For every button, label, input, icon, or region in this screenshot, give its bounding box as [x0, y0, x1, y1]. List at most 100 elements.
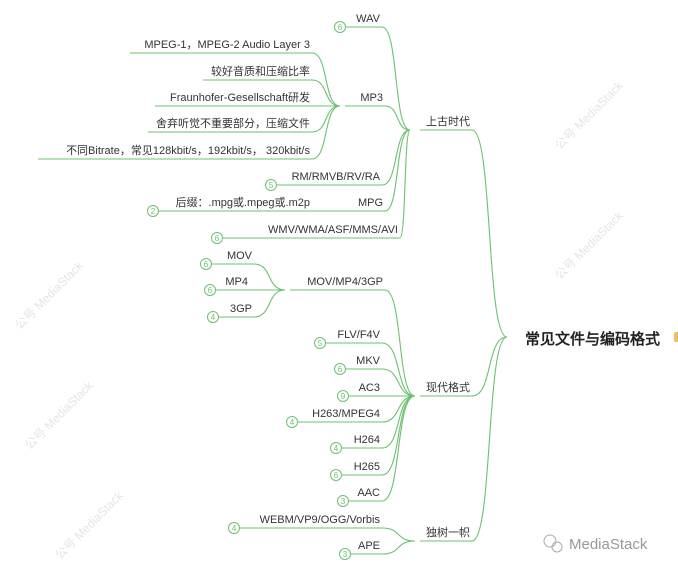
count-badge[interactable]: 4	[207, 311, 219, 323]
wechat-icon	[543, 534, 557, 548]
svg-text:4: 4	[290, 418, 295, 427]
brand-name: MediaStack	[569, 536, 648, 553]
connector-line	[420, 336, 508, 542]
topic-label: MKV	[356, 355, 381, 367]
count-badge[interactable]: 2	[147, 205, 159, 217]
branch-unique[interactable]: 独树一帜	[420, 336, 508, 542]
topic-label: MOV	[227, 250, 253, 262]
root-marker-icon	[674, 332, 678, 342]
mp3-detail[interactable]: 较好音质和压缩比率	[203, 64, 341, 107]
count-badge[interactable]: 3	[337, 495, 349, 507]
connector-line	[345, 129, 411, 212]
count-badge[interactable]: 6	[211, 232, 223, 244]
mp3-detail[interactable]: 不同Bitrate，常见128kbit/s，192kbit/s， 320kbit…	[38, 105, 341, 160]
modern-topic[interactable]: AAC 3	[337, 395, 416, 507]
topic-label: H263/MPEG4	[312, 408, 380, 420]
topic-label: WMV/WMA/ASF/MMS/AVI	[268, 224, 398, 236]
connector-line	[349, 395, 416, 502]
mp3-detail[interactable]: 舍弃听觉不重要部分，压缩文件	[148, 105, 341, 133]
modern-topic[interactable]: H264 4	[330, 395, 416, 454]
topic-label: 舍弃听觉不重要部分，压缩文件	[156, 116, 310, 130]
topic-wmv[interactable]: WMV/WMA/ASF/MMS/AVI 6	[211, 129, 411, 244]
connector-line	[420, 129, 508, 338]
brand-logo: MediaStack	[543, 534, 648, 553]
svg-text:4: 4	[334, 444, 339, 453]
connector-line	[290, 289, 416, 397]
connector-line	[345, 26, 411, 131]
count-badge[interactable]: 3	[339, 548, 351, 560]
topic-label: 较好音质和压缩比率	[211, 64, 310, 78]
watermark-text: 公号 MediaStack	[552, 78, 626, 152]
count-badge[interactable]: 6	[334, 363, 346, 375]
root-topic[interactable]: 常见文件与编码格式	[525, 330, 660, 348]
topic-label: 独树一帜	[426, 525, 470, 539]
count-badge[interactable]: 6	[334, 21, 346, 33]
svg-text:5: 5	[269, 181, 274, 190]
topic-mp3[interactable]: MP3	[345, 92, 411, 131]
connector-line	[223, 129, 411, 239]
mov-subtopic[interactable]: MP4 6	[204, 276, 286, 296]
count-badge[interactable]: 5	[314, 337, 326, 349]
svg-text:6: 6	[215, 234, 220, 243]
svg-text:5: 5	[318, 339, 323, 348]
count-badge[interactable]: 5	[265, 179, 277, 191]
svg-text:3: 3	[341, 497, 346, 506]
count-badge[interactable]: 4	[286, 416, 298, 428]
topic-webm[interactable]: WEBM/VP9/OGG/Vorbis 4	[228, 514, 416, 542]
topic-label: H264	[354, 434, 380, 446]
topic-label: WAV	[356, 13, 380, 25]
topic-label: MPEG-1，MPEG-2 Audio Layer 3	[144, 39, 310, 51]
modern-topic[interactable]: AC3 9	[337, 382, 416, 402]
topic-wav[interactable]: WAV 6	[334, 13, 411, 131]
svg-text:6: 6	[338, 23, 343, 32]
connector-line	[219, 289, 286, 318]
topic-label: H265	[354, 461, 380, 473]
topic-mov-mp4-3gp[interactable]: MOV/MP4/3GP	[290, 276, 416, 397]
count-badge[interactable]: 9	[337, 390, 349, 402]
count-badge[interactable]: 6	[200, 258, 212, 270]
connector-line	[346, 368, 416, 397]
branch-modern[interactable]: 现代格式	[420, 336, 508, 397]
topic-label: 上古时代	[426, 115, 470, 128]
topic-label: MP3	[360, 92, 383, 104]
connector-line	[326, 342, 416, 397]
topic-rm[interactable]: RM/RMVB/RV/RA5	[265, 129, 411, 191]
connector-line	[240, 527, 416, 542]
connector-line	[351, 540, 416, 555]
modern-topic[interactable]: FLV/F4V 5	[314, 329, 416, 397]
topic-label: FLV/F4V	[337, 329, 380, 341]
svg-text:6: 6	[338, 365, 343, 374]
connector-line	[298, 395, 416, 423]
mp3-detail[interactable]: MPEG-1，MPEG-2 Audio Layer 3	[130, 39, 341, 107]
count-badge[interactable]: 4	[330, 442, 342, 454]
topic-label: AAC	[357, 487, 380, 499]
count-badge[interactable]: 6	[330, 469, 342, 481]
topic-label: MOV/MP4/3GP	[307, 276, 383, 288]
mov-subtopic[interactable]: MOV 6	[200, 250, 286, 291]
connector-line	[130, 52, 341, 107]
topic-label: AC3	[359, 382, 380, 394]
connector-line	[212, 263, 286, 291]
modern-topic[interactable]: MKV 6	[334, 355, 416, 397]
connector-line	[345, 105, 411, 131]
count-badge[interactable]: 4	[228, 522, 240, 534]
modern-topic[interactable]: H263/MPEG4 4	[286, 395, 416, 428]
connector-line	[203, 79, 341, 107]
modern-topic[interactable]: H265 6	[330, 395, 416, 481]
svg-text:6: 6	[208, 286, 213, 295]
topic-mpg[interactable]: MPG	[345, 129, 411, 212]
mp3-detail[interactable]: Fraunhofer-Gesellschaft研发	[155, 90, 340, 107]
svg-text:2: 2	[151, 207, 156, 216]
connector-line	[342, 395, 416, 449]
topic-label: Fraunhofer-Gesellschaft研发	[170, 90, 310, 104]
branch-ancient[interactable]: 上古时代	[420, 115, 508, 338]
topic-label: MP4	[225, 276, 248, 288]
count-badge[interactable]: 6	[204, 284, 216, 296]
svg-text:9: 9	[341, 392, 346, 401]
topic-label: WEBM/VP9/OGG/Vorbis	[260, 514, 381, 526]
svg-text:4: 4	[232, 524, 237, 533]
